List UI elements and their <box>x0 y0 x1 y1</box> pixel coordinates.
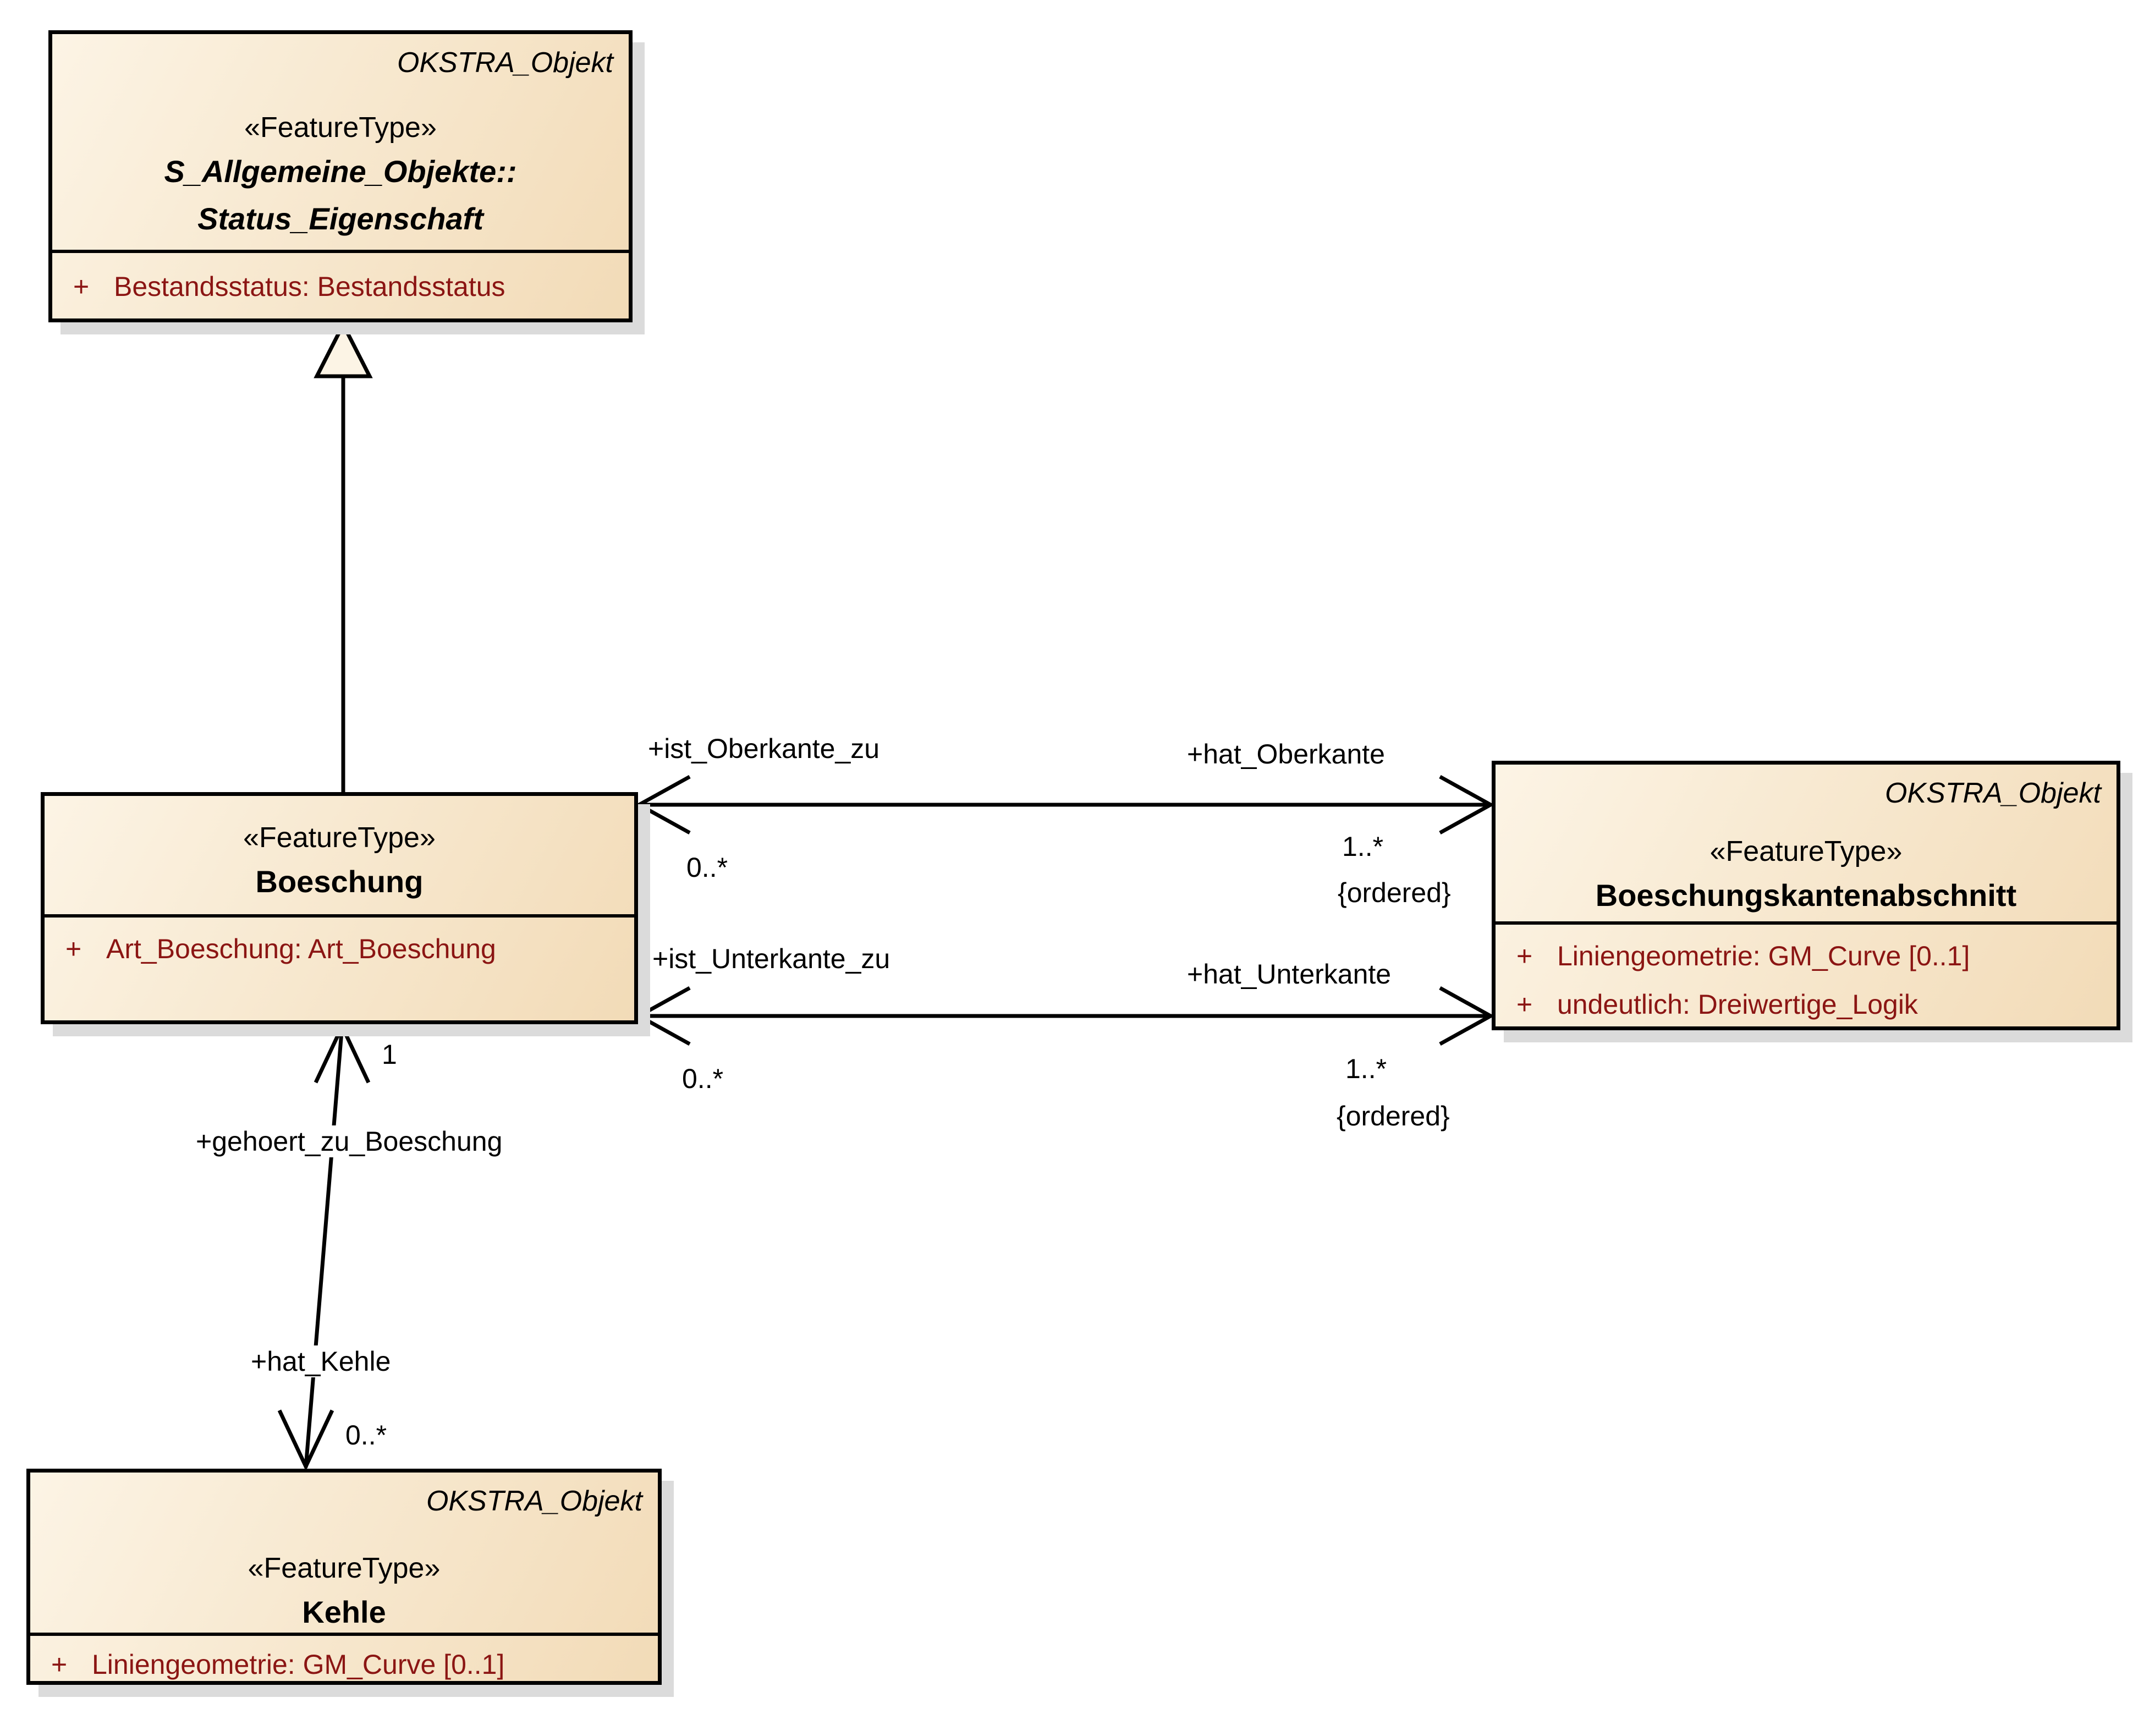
class-attributes-compartment: + Liniengeometrie: GM_Curve [0..1] + und… <box>1496 921 2116 1026</box>
attribute-visibility: + <box>1516 941 1533 971</box>
class-stereotype: «FeatureType» <box>1709 836 1903 867</box>
class-box-kehle[interactable]: OKSTRA_Objekt «FeatureType» Kehle + Lini… <box>26 1469 662 1685</box>
class-name-line1: Boeschungskantenabschnitt <box>1595 878 2017 913</box>
attribute-row: + undeutlich: Dreiwertige_Logik <box>1496 988 2116 1020</box>
attribute-visibility: + <box>51 1649 68 1680</box>
open-arrowhead-down-icon <box>277 1409 334 1471</box>
multiplicity-label: 0..* <box>686 852 728 883</box>
class-stereotype: «FeatureType» <box>244 112 437 144</box>
association-oberkante <box>635 774 1495 835</box>
attribute-text: Liniengeometrie: GM_Curve [0..1] <box>92 1649 505 1680</box>
class-title-compartment: OKSTRA_Objekt «FeatureType» Boeschungska… <box>1496 765 2116 921</box>
okstra-objekt-tag: OKSTRA_Objekt <box>426 1485 642 1517</box>
attribute-text: Bestandsstatus: Bestandsstatus <box>114 271 505 302</box>
attribute-row: + Bestandsstatus: Bestandsstatus <box>52 271 629 303</box>
role-label-ist-unterkante-zu: +ist_Unterkante_zu <box>652 943 890 974</box>
class-attributes-compartment: + Art_Boeschung: Art_Boeschung <box>45 914 634 1020</box>
class-box-status-eigenschaft[interactable]: OKSTRA_Objekt «FeatureType» S_Allgemeine… <box>48 30 633 322</box>
open-arrowhead-right-icon <box>1439 986 1495 1046</box>
open-arrowhead-left-icon <box>635 774 691 835</box>
attribute-text: Liniengeometrie: GM_Curve [0..1] <box>1557 941 1970 971</box>
attribute-row: + Liniengeometrie: GM_Curve [0..1] <box>1496 940 2116 972</box>
class-box-boeschung[interactable]: «FeatureType» Boeschung + Art_Boeschung:… <box>41 792 638 1024</box>
association-kehle-boeschung <box>277 1021 371 1471</box>
class-name-line1: S_Allgemeine_Objekte:: <box>164 154 517 189</box>
attribute-row: + Liniengeometrie: GM_Curve [0..1] <box>30 1649 658 1680</box>
class-stereotype: «FeatureType» <box>243 822 436 854</box>
attribute-visibility: + <box>73 271 90 302</box>
attribute-text: Art_Boeschung: Art_Boeschung <box>106 933 496 964</box>
class-box-boeschungskantenabschnitt[interactable]: OKSTRA_Objekt «FeatureType» Boeschungska… <box>1492 761 2120 1030</box>
multiplicity-label: 1..* <box>1345 1053 1387 1084</box>
multiplicity-label: 1 <box>382 1039 397 1070</box>
open-arrowhead-left-icon <box>635 986 691 1046</box>
attribute-visibility: + <box>65 933 82 964</box>
role-label-hat-unterkante: +hat_Unterkante <box>1187 959 1392 990</box>
okstra-objekt-tag: OKSTRA_Objekt <box>1884 777 2101 809</box>
attribute-row: + Art_Boeschung: Art_Boeschung <box>45 933 634 965</box>
class-name-line2: Status_Eigenschaft <box>197 201 483 236</box>
constraint-label-ordered: {ordered} <box>1338 877 1451 908</box>
multiplicity-label: 0..* <box>345 1420 387 1451</box>
class-name-line1: Kehle <box>302 1595 386 1629</box>
okstra-objekt-tag: OKSTRA_Objekt <box>397 47 613 79</box>
class-stereotype: «FeatureType» <box>248 1552 441 1584</box>
generalization-triangle-arrowhead-icon <box>314 320 373 378</box>
class-title-compartment: OKSTRA_Objekt «FeatureType» Kehle <box>30 1473 658 1633</box>
class-attributes-compartment: + Bestandsstatus: Bestandsstatus <box>52 250 629 318</box>
class-attributes-compartment: + Liniengeometrie: GM_Curve [0..1] <box>30 1633 658 1681</box>
role-label-ist-oberkante-zu: +ist_Oberkante_zu <box>648 733 880 764</box>
role-label-gehoert-zu-boeschung: +gehoert_zu_Boeschung <box>190 1125 508 1157</box>
open-arrowhead-up-icon <box>314 1021 371 1084</box>
multiplicity-label: 1..* <box>1342 831 1384 862</box>
class-name-line1: Boeschung <box>255 864 424 899</box>
attribute-visibility: + <box>1516 989 1533 1020</box>
class-title-compartment: «FeatureType» Boeschung <box>45 796 634 914</box>
attribute-text: undeutlich: Dreiwertige_Logik <box>1557 989 1918 1020</box>
role-label-hat-kehle: +hat_Kehle <box>245 1345 397 1377</box>
class-title-compartment: OKSTRA_Objekt «FeatureType» S_Allgemeine… <box>52 34 629 250</box>
association-unterkante <box>635 986 1495 1046</box>
constraint-label-ordered: {ordered} <box>1337 1101 1450 1131</box>
open-arrowhead-right-icon <box>1439 774 1495 835</box>
role-label-hat-oberkante: +hat_Oberkante <box>1187 739 1385 770</box>
generalization-boeschung-to-status-eigenschaft <box>314 320 373 792</box>
multiplicity-label: 0..* <box>682 1063 724 1094</box>
